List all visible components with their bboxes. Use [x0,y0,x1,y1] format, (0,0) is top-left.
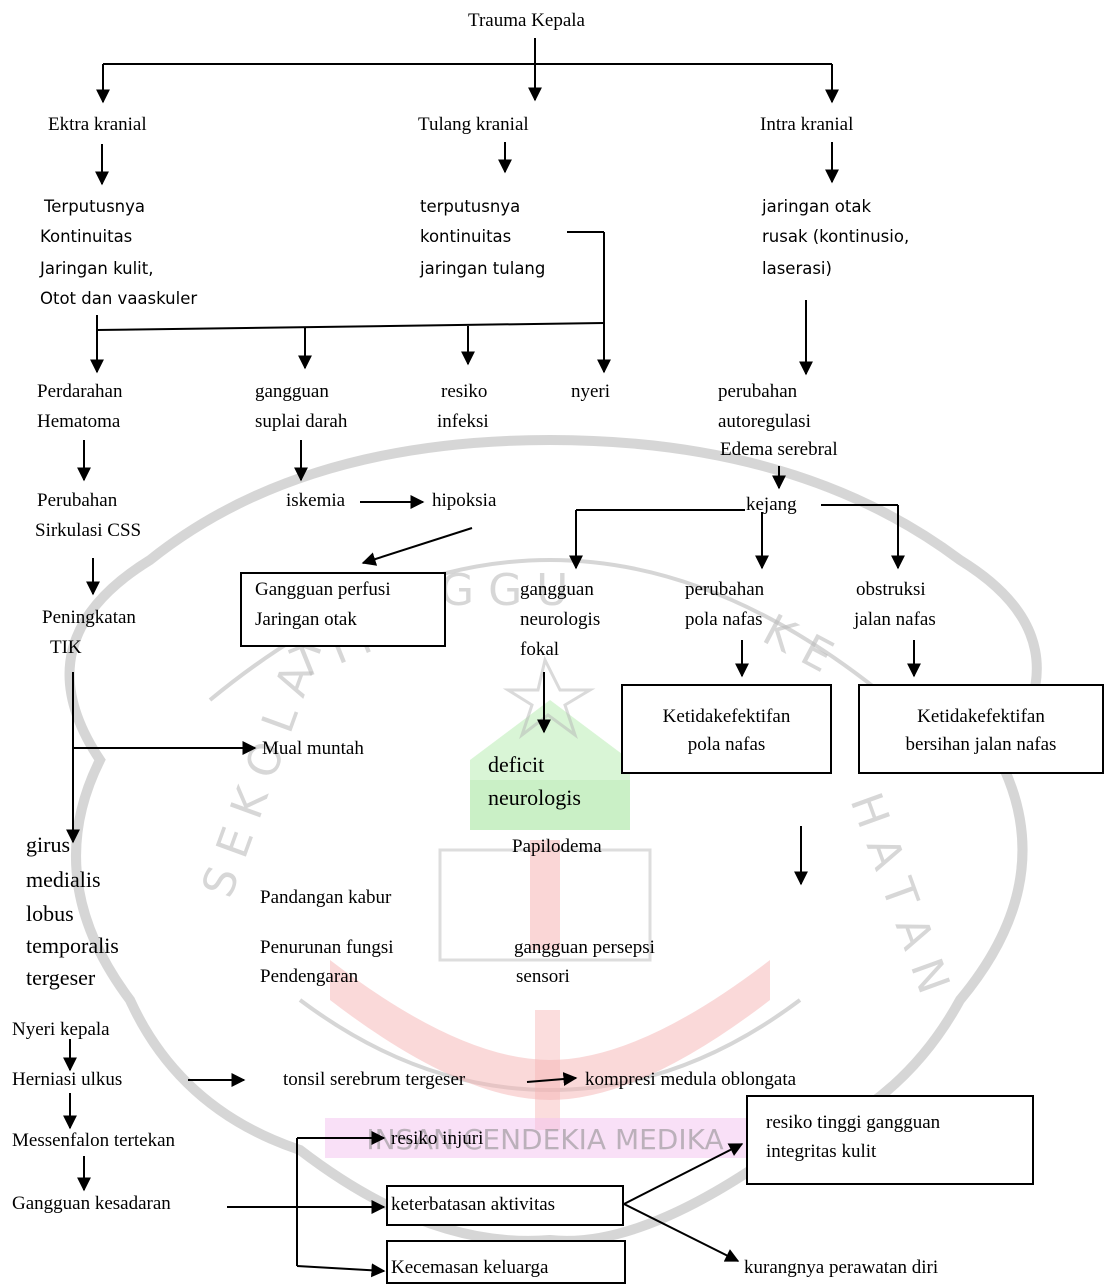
skin-integrity-box [746,1095,1034,1185]
breath-pattern-line: perubahan [685,579,765,600]
airway-box-line: Ketidakefektifan [917,706,1045,727]
title-trauma-kepala: Trauma Kepala [468,10,585,31]
girus-line: temporalis [26,933,119,958]
autoreg-line: autoregulasi [718,411,811,432]
perfusion-line: Gangguan perfusi [255,579,391,600]
activity-box [386,1185,624,1226]
neuro-focal-line: neurologis [520,609,601,630]
label-intra-kranial: Intra kranial [760,114,854,135]
tonsil-label: tonsil serebrum tergeser [283,1069,466,1090]
intra-detail-line: rusak (kontinusio, [762,227,910,246]
tik-line: TIK [50,637,82,658]
perfusion-line: Jaringan otak [255,609,357,630]
papil-label: Papilodema [512,836,602,857]
skin-box-line: integritas kulit [766,1141,877,1162]
extra-detail-line: Terputusnya [44,197,145,216]
watermark-banner-text: INSAN CENDEKIA MEDIKA [366,1123,723,1156]
blood-supply-line: gangguan [255,381,329,402]
skin-box-line: resiko tinggi gangguan [766,1112,941,1133]
pain-label: nyeri [571,381,611,402]
hearing-line: Penurunan fungsi [260,937,394,958]
label-ektra-kranial: Ektra kranial [48,114,147,135]
breath-pattern-line: pola nafas [685,609,763,630]
intra-detail-line: laserasi) [762,259,832,278]
bone-detail-line: jaringan tulang [420,259,546,278]
deficit-line: neurologis [488,785,581,810]
bone-detail-line: kontinuitas [420,227,512,246]
seizure-label: kejang [746,494,797,515]
autoreg-line: perubahan [718,381,798,402]
blood-supply-line: suplai darah [255,411,348,432]
activity-label: keterbatasan aktivitas [391,1194,556,1215]
autoreg-line: Edema serebral [720,439,838,460]
ischemia-label: iskemia [286,490,346,511]
perception-line: gangguan persepsi [514,937,655,958]
breath-box-line: Ketidakefektifan [662,706,791,727]
bone-detail-line: terputusnya [420,197,521,216]
css-line: Sirkulasi CSS [35,520,142,541]
consciousness-label: Gangguan kesadaran [12,1193,171,1214]
airway-box-line: bersihan jalan nafas [905,734,1057,755]
perception-line: sensori [516,966,570,987]
airway-line: jalan nafas [854,609,936,630]
neuro-focal-line: fokal [520,639,560,660]
girus-line: girus [26,832,70,857]
hypoxia-label: hipoksia [432,490,497,511]
mesencephalon-label: Messenfalon tertekan [12,1130,176,1151]
watermark-top-text-2: G G U [440,565,568,616]
perfusion-box [240,572,446,647]
bleeding-line: Hematoma [37,411,121,432]
breath-box-line: pola nafas [687,734,766,755]
neuro-focal-line: gangguan [520,579,594,600]
headache-label: Nyeri kepala [12,1019,110,1040]
extra-detail-line: Jaringan kulit, [40,259,154,278]
extra-detail-line: Kontinuitas [40,227,133,246]
hearing-line: Pendengaran [260,966,359,987]
anxiety-box [386,1240,626,1284]
selfcare-label: kurangnya perawatan diri [744,1257,939,1278]
label-tulang-kranial: Tulang kranial [418,114,529,135]
girus-line: lobus [26,901,74,926]
anxiety-label: Kecemasan keluarga [391,1257,549,1278]
airway-line: obstruksi [856,579,926,600]
infection-line: infeksi [437,411,489,432]
compression-label: kompresi medula oblongata [585,1069,797,1090]
herniation-label: Herniasi ulkus [12,1069,123,1090]
breath-pattern-box [621,684,832,774]
girus-line: tergeser [26,965,96,990]
nausea-label: Mual muntah [262,738,364,759]
girus-line: medialis [26,867,101,892]
infection-line: resiko [441,381,488,402]
blur-label: Pandangan kabur [260,887,392,908]
tik-line: Peningkatan [42,607,136,628]
injury-label: resiko injuri [391,1128,484,1149]
intra-detail-line: jaringan otak [762,197,872,216]
bleeding-line: Perdarahan [37,381,123,402]
airway-clearance-box [858,684,1104,774]
deficit-line: deficit [488,752,545,777]
css-line: Perubahan [37,490,118,511]
extra-detail-line: Otot dan vaaskuler [40,289,198,308]
